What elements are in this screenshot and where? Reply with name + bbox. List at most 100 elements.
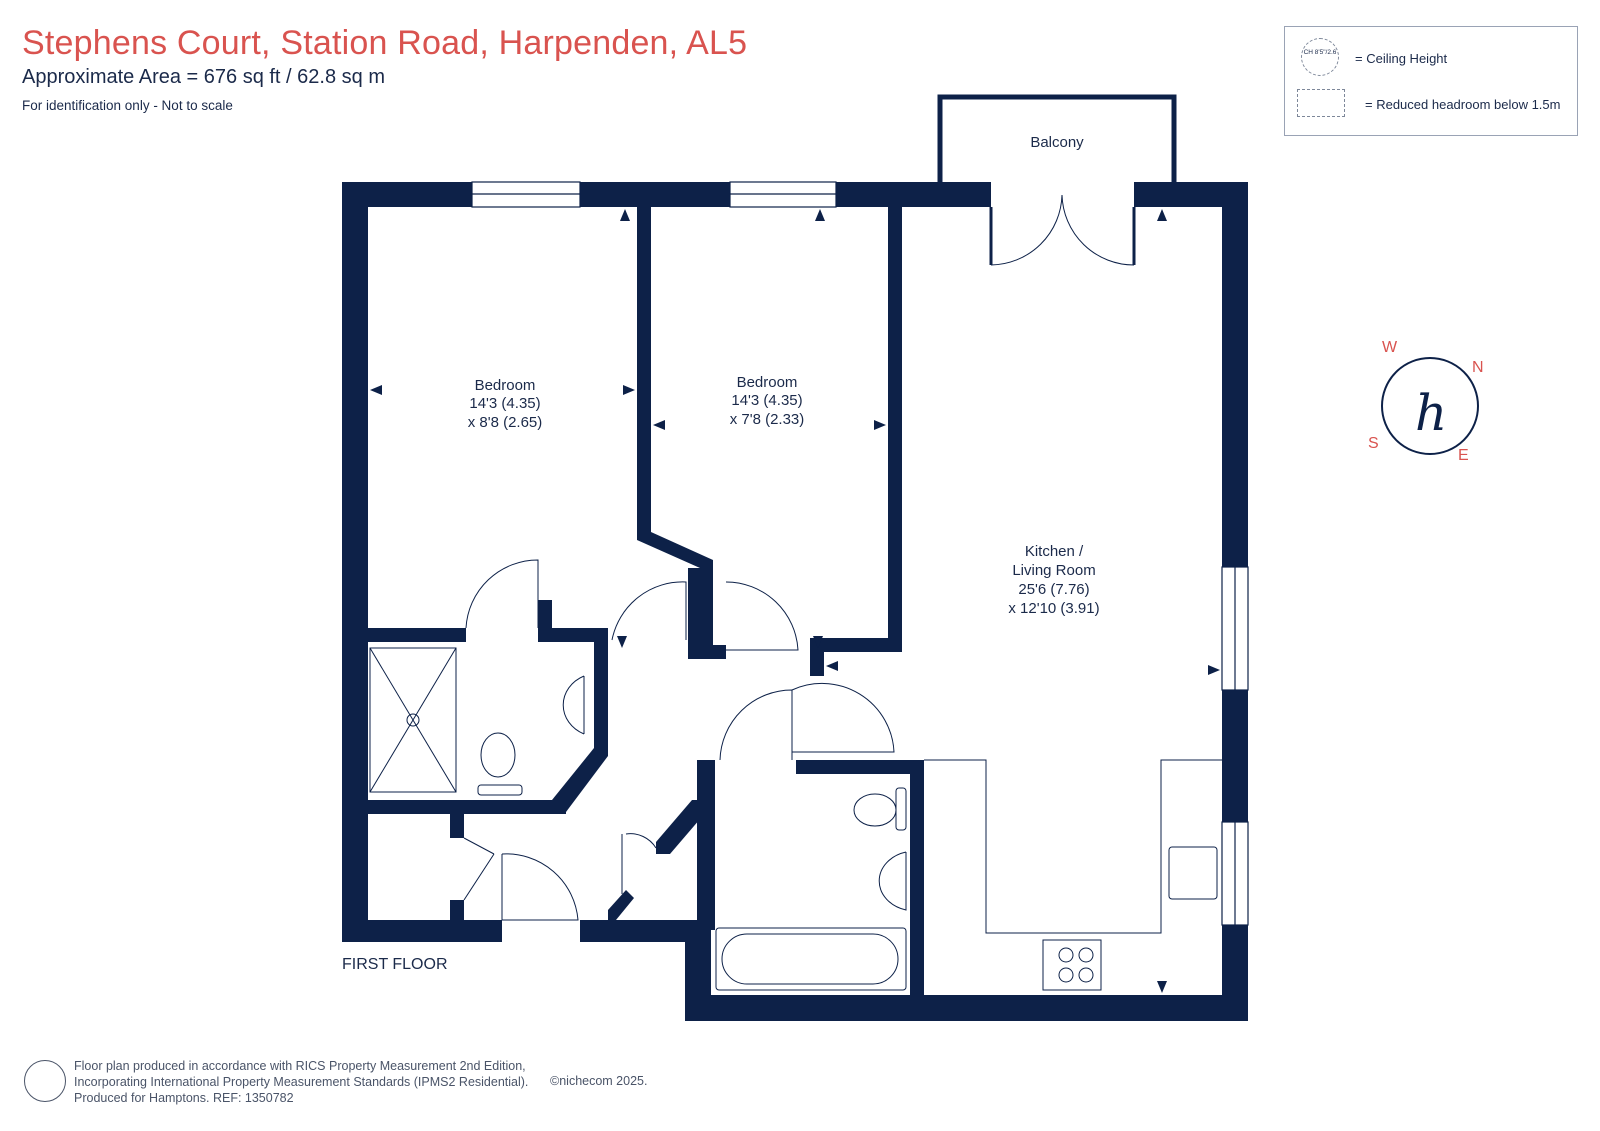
shower-line	[369, 647, 457, 793]
toilet-cistern-icon	[895, 787, 907, 831]
wall-segment	[538, 628, 608, 642]
bedroom1-dim2: x 8'8 (2.65)	[468, 414, 543, 431]
toilet-cistern-icon	[477, 784, 523, 796]
door-swing	[791, 682, 895, 753]
copyright: ©nichecom 2025.	[550, 1074, 648, 1088]
wall-segment	[810, 638, 902, 652]
kitchen-counter	[924, 759, 1222, 991]
door-swing	[990, 194, 1063, 266]
wall-segment	[637, 207, 651, 532]
legend-ceiling-label: = Ceiling Height	[1355, 51, 1448, 66]
disclaimer-note: For identification only - Not to scale	[22, 98, 233, 113]
arrow-icon	[623, 385, 635, 395]
arrow-icon	[653, 420, 665, 430]
footer-line: Produced for Hamptons. REF: 1350782	[74, 1091, 294, 1105]
area-summary: Approximate Area = 676 sq ft / 62.8 sq m	[22, 66, 385, 88]
balcony	[937, 94, 1177, 266]
wall-segment	[810, 652, 824, 676]
logo-icon: h	[1415, 384, 1447, 442]
arrow-icon	[1208, 665, 1220, 675]
footer-line: Floor plan produced in accordance with R…	[74, 1059, 526, 1073]
door-swings	[463, 559, 895, 921]
arrow-icon	[874, 420, 886, 430]
bedroom1-name: Bedroom	[475, 377, 536, 394]
wall-segment	[1222, 690, 1248, 822]
hob-ring-icon	[1078, 947, 1094, 963]
balcony-rail	[937, 94, 1177, 182]
compass-w: W	[1382, 339, 1398, 356]
reduced-headroom-icon	[1297, 89, 1345, 117]
compass-s: S	[1368, 435, 1379, 452]
arrow-icon	[370, 385, 382, 395]
wall-segment	[656, 800, 706, 854]
compass-e: E	[1458, 447, 1469, 464]
arrow-icon	[813, 636, 823, 648]
compass: h W N S E	[1368, 339, 1484, 464]
hob-icon	[1042, 939, 1102, 991]
door-swing	[611, 581, 687, 641]
kitchen-dim1: 25'6 (7.76)	[1018, 581, 1089, 598]
door-swing	[465, 559, 539, 629]
toilet-icon	[853, 793, 897, 827]
kitchen-dim2: x 12'10 (3.91)	[1008, 600, 1099, 617]
windows	[471, 181, 1249, 926]
wall-segment	[342, 182, 368, 942]
wall-segment	[697, 760, 715, 930]
wall-segment	[552, 748, 608, 812]
door-swing	[625, 833, 657, 849]
bedroom2-dim2: x 7'8 (2.33)	[730, 411, 805, 428]
wall-segment	[368, 628, 466, 642]
arrow-icon	[1157, 981, 1167, 993]
wall-segment	[580, 920, 711, 942]
legend-box: CH 8'5"/2.6 = Ceiling Height = Reduced h…	[1284, 26, 1578, 136]
arrow-icon	[826, 661, 838, 671]
hob-ring-icon	[1078, 967, 1094, 983]
toilet-icon	[480, 732, 516, 778]
bedroom1-dim1: 14'3 (4.35)	[469, 395, 540, 412]
arrow-icon	[620, 209, 630, 221]
kitchen-name-2: Living Room	[1012, 562, 1095, 579]
basin-icon	[562, 675, 585, 735]
arrow-icon	[1157, 209, 1167, 221]
wall-segment	[450, 814, 464, 838]
wall-segment	[685, 995, 1248, 1021]
wall-segment	[688, 645, 726, 659]
bath-icon	[715, 927, 907, 991]
door-swing	[725, 581, 799, 651]
wall-segment	[796, 760, 924, 774]
drain-icon	[406, 713, 420, 727]
plan-title: Stephens Court, Station Road, Harpenden,…	[22, 24, 748, 62]
walls	[342, 182, 1248, 1021]
wall-segment	[1222, 182, 1248, 567]
counter-outline	[924, 759, 1222, 934]
compass-ring	[1381, 357, 1479, 455]
compass-n: N	[1472, 359, 1484, 376]
door-swing	[1061, 194, 1135, 266]
wall-segment	[910, 760, 924, 1000]
bathroom-fixtures	[369, 647, 907, 991]
basin-icon	[878, 851, 907, 911]
balcony-door-jamb	[989, 207, 1136, 265]
balcony-name: Balcony	[1030, 134, 1084, 151]
footer-line: Incorporating International Property Mea…	[74, 1075, 529, 1089]
footer-text: Floor plan produced in accordance with R…	[74, 1058, 528, 1106]
wall-segment	[538, 600, 552, 642]
sink-icon	[1168, 846, 1218, 900]
shower-tray-icon	[369, 647, 457, 793]
door-swing	[463, 837, 495, 901]
ceiling-height-icon: CH 8'5"/2.6	[1301, 38, 1339, 76]
arrow-icon	[617, 636, 627, 648]
person-icon	[24, 1060, 66, 1102]
wall-segment	[368, 800, 566, 814]
wall-segment	[608, 890, 634, 920]
dimension-arrows	[370, 209, 1220, 993]
hob-ring-icon	[1058, 947, 1074, 963]
arrow-icon	[815, 209, 825, 221]
door-swing	[501, 853, 579, 921]
wall-segment	[342, 920, 502, 942]
bedroom2-name: Bedroom	[737, 374, 798, 391]
wall-segment	[450, 900, 464, 920]
door-swing	[719, 689, 793, 761]
wall-segment	[580, 182, 730, 207]
